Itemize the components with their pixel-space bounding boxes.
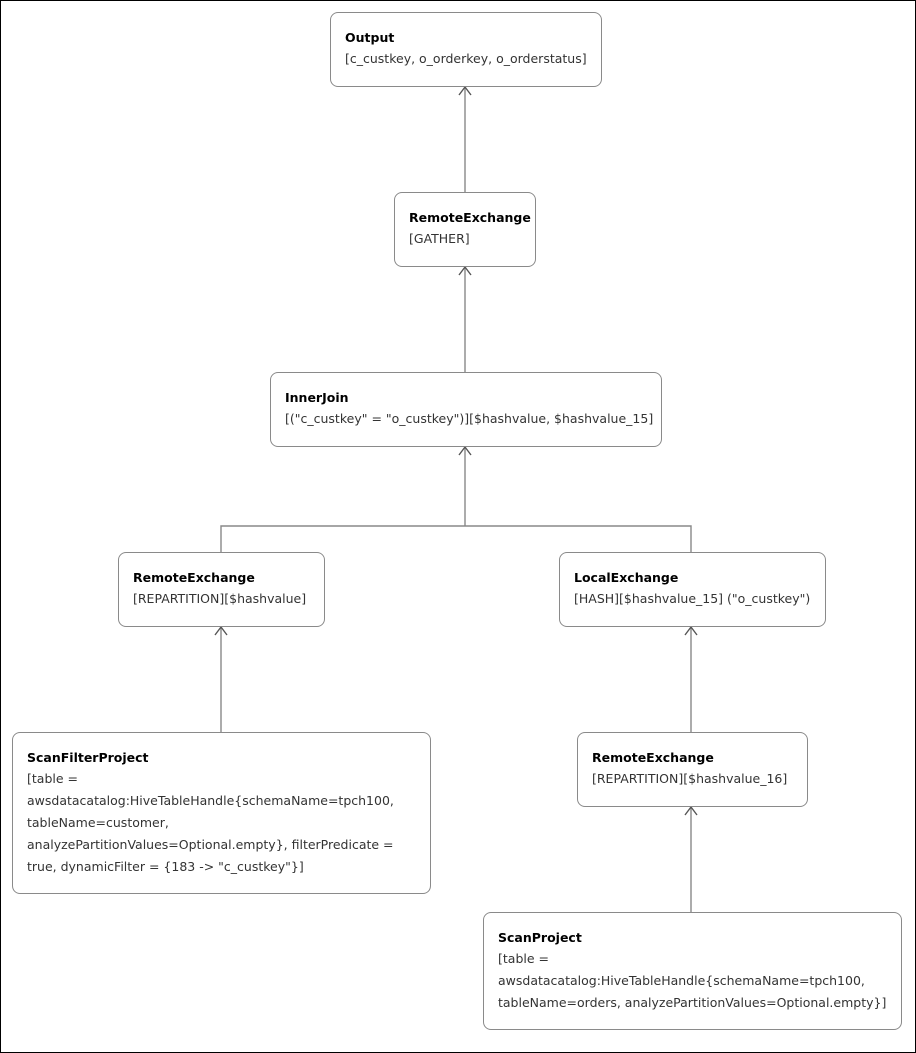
node-inner-join: InnerJoin [("c_custkey" = "o_custkey")][… bbox=[270, 372, 662, 447]
node-detail-line: [table = bbox=[498, 951, 549, 966]
node-remote-exchange-gather: RemoteExchange [GATHER] bbox=[394, 192, 536, 267]
arrowhead-output bbox=[458, 85, 472, 96]
node-title: RemoteExchange bbox=[592, 750, 714, 765]
node-detail-line: [REPARTITION][$hashvalue] bbox=[133, 591, 307, 606]
arrowhead-local-exchange bbox=[684, 625, 698, 636]
node-detail: [REPARTITION][$hashvalue_16] bbox=[592, 768, 793, 790]
node-title: ScanFilterProject bbox=[27, 750, 149, 765]
node-detail: [HASH][$hashvalue_15] ("o_custkey") bbox=[574, 588, 811, 610]
node-detail: [table = awsdatacatalog:HiveTableHandle{… bbox=[27, 768, 416, 878]
node-title: LocalExchange bbox=[574, 570, 679, 585]
edge-local-exchange-to-join bbox=[465, 525, 692, 552]
arrowhead-repartition bbox=[214, 625, 228, 636]
node-detail-line: [table = bbox=[27, 771, 78, 786]
node-detail-line: tableName=customer, bbox=[27, 815, 169, 830]
node-detail: [GATHER] bbox=[409, 228, 521, 250]
node-remote-exchange-repartition-16: RemoteExchange [REPARTITION][$hashvalue_… bbox=[577, 732, 808, 807]
node-detail: [("c_custkey" = "o_custkey")][$hashvalue… bbox=[285, 408, 654, 430]
node-title: Output bbox=[345, 30, 395, 45]
node-detail-line: analyzePartitionValues=Optional.empty}, … bbox=[27, 837, 394, 852]
node-detail-line: [HASH][$hashvalue_15] ("o_custkey") bbox=[574, 591, 811, 606]
node-detail: [REPARTITION][$hashvalue] bbox=[133, 588, 310, 610]
node-detail-line: [GATHER] bbox=[409, 231, 470, 246]
node-detail-line: [c_custkey, o_orderkey, o_orderstatus] bbox=[345, 51, 587, 66]
node-detail-line: [("c_custkey" = "o_custkey")][$hashvalue… bbox=[285, 411, 654, 426]
node-title: RemoteExchange bbox=[409, 210, 531, 225]
node-scan-filter-project: ScanFilterProject [table = awsdatacatalo… bbox=[12, 732, 431, 894]
node-title: RemoteExchange bbox=[133, 570, 255, 585]
node-detail-line: [REPARTITION][$hashvalue_16] bbox=[592, 771, 788, 786]
node-scan-project: ScanProject [table = awsdatacatalog:Hive… bbox=[483, 912, 902, 1030]
node-local-exchange: LocalExchange [HASH][$hashvalue_15] ("o_… bbox=[559, 552, 826, 627]
edge-repartition-to-join bbox=[220, 525, 465, 552]
node-output: Output [c_custkey, o_orderkey, o_orderst… bbox=[330, 12, 602, 87]
node-detail-line: tableName=orders, analyzePartitionValues… bbox=[498, 995, 887, 1010]
node-detail: [c_custkey, o_orderkey, o_orderstatus] bbox=[345, 48, 587, 70]
node-title: ScanProject bbox=[498, 930, 582, 945]
arrowhead-repartition-16 bbox=[684, 805, 698, 816]
arrowhead-inner-join bbox=[458, 445, 472, 456]
arrowhead-gather bbox=[458, 265, 472, 276]
node-title: InnerJoin bbox=[285, 390, 349, 405]
node-remote-exchange-repartition: RemoteExchange [REPARTITION][$hashvalue] bbox=[118, 552, 325, 627]
node-detail-line: awsdatacatalog:HiveTableHandle{schemaNam… bbox=[498, 973, 865, 988]
node-detail: [table = awsdatacatalog:HiveTableHandle{… bbox=[498, 948, 887, 1014]
node-detail-line: awsdatacatalog:HiveTableHandle{schemaNam… bbox=[27, 793, 394, 808]
node-detail-line: true, dynamicFilter = {183 -> "c_custkey… bbox=[27, 859, 304, 874]
